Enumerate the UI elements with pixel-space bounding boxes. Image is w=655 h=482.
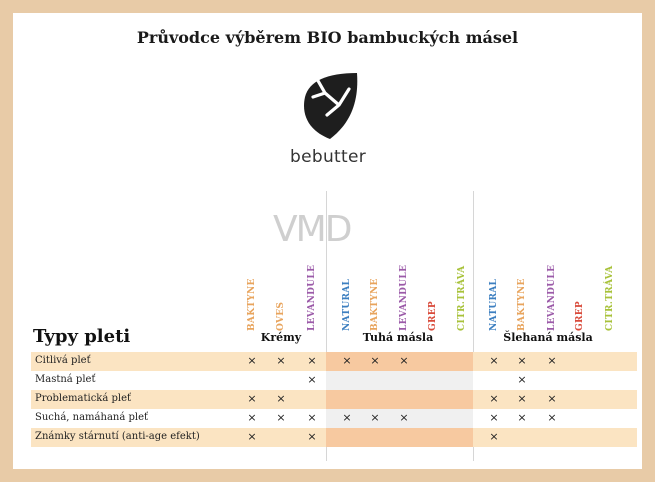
- row-label: Mastná pleť: [35, 374, 96, 385]
- column-header: NATURAL: [487, 235, 501, 331]
- column-header-label: NATURAL: [489, 278, 499, 331]
- check-mark: ×: [370, 354, 380, 367]
- column-header: LEVANDULE: [305, 235, 319, 331]
- column-header: BAKTYNE: [515, 235, 529, 331]
- check-mark: ×: [489, 430, 499, 443]
- column-header-label: BAKTYNE: [370, 278, 380, 331]
- check-mark: ×: [307, 411, 317, 424]
- column-header: BAKTYNE: [368, 235, 382, 331]
- watermark: VMD: [273, 209, 352, 250]
- check-mark: ×: [370, 411, 380, 424]
- check-mark: ×: [399, 411, 409, 424]
- check-mark: ×: [547, 411, 557, 424]
- check-mark: ×: [247, 392, 257, 405]
- column-header-label: BAKTYNE: [247, 278, 257, 331]
- column-header-label: CITR.TRÁVA: [457, 265, 467, 331]
- check-mark: ×: [276, 392, 286, 405]
- check-mark: ×: [276, 411, 286, 424]
- column-header-label: BAKTYNE: [517, 278, 527, 331]
- table-title: Typy pleti: [33, 326, 131, 347]
- column-header-label: LEVANDULE: [399, 264, 409, 331]
- column-header: GREP: [426, 235, 440, 331]
- group-label-tuha: Tuhá másla: [362, 331, 434, 344]
- check-mark: ×: [307, 354, 317, 367]
- check-mark: ×: [489, 392, 499, 405]
- check-mark: ×: [276, 354, 286, 367]
- divider-line: [326, 191, 327, 461]
- check-mark: ×: [307, 430, 317, 443]
- check-mark: ×: [342, 411, 352, 424]
- column-header: CITR.TRÁVA: [455, 235, 469, 331]
- column-header: NATURAL: [340, 235, 354, 331]
- check-mark: ×: [517, 411, 527, 424]
- check-mark: ×: [517, 354, 527, 367]
- group-label-kremy: Krémy: [260, 331, 302, 344]
- guide-card: Průvodce výběrem BIO bambuckých másel be…: [13, 13, 642, 469]
- column-header: GREP: [573, 235, 587, 331]
- check-mark: ×: [547, 392, 557, 405]
- column-header-label: CITR.TRÁVA: [605, 265, 615, 331]
- brand-name: bebutter: [290, 147, 366, 167]
- row-label: Známky stárnutí (anti-age efekt): [35, 431, 200, 442]
- check-mark: ×: [489, 354, 499, 367]
- check-mark: ×: [342, 354, 352, 367]
- divider-line: [473, 191, 474, 461]
- column-header: CITR.TRÁVA: [603, 235, 617, 331]
- check-mark: ×: [247, 411, 257, 424]
- table-row: Mastná pleť × ×: [31, 371, 637, 390]
- column-header-label: LEVANDULE: [307, 264, 317, 331]
- column-header: LEVANDULE: [397, 235, 411, 331]
- leaf-logo-icon: [304, 73, 358, 139]
- table-row: Problematická pleť × × × × ×: [31, 390, 637, 409]
- table-row: Známky stárnutí (anti-age efekt) × × ×: [31, 428, 637, 447]
- check-mark: ×: [547, 354, 557, 367]
- row-label: Problematická pleť: [35, 393, 132, 404]
- solid-butter-band: [326, 352, 473, 371]
- column-header-label: GREP: [428, 301, 438, 331]
- column-header: LEVANDULE: [545, 235, 559, 331]
- check-mark: ×: [399, 354, 409, 367]
- column-header: BAKTYNE: [245, 235, 259, 331]
- check-mark: ×: [517, 373, 527, 386]
- check-mark: ×: [307, 373, 317, 386]
- row-label: Citlivá pleť: [35, 355, 91, 366]
- column-header-label: OVES: [276, 301, 286, 331]
- column-header: OVES: [274, 235, 288, 331]
- check-mark: ×: [247, 430, 257, 443]
- solid-butter-band: [326, 371, 473, 390]
- column-header-label: LEVANDULE: [547, 264, 557, 331]
- check-mark: ×: [247, 354, 257, 367]
- solid-butter-band: [326, 409, 473, 428]
- page-title: Průvodce výběrem BIO bambuckých másel: [136, 28, 519, 47]
- solid-butter-band: [326, 428, 473, 447]
- group-label-slehana: Šlehaná másla: [503, 331, 593, 344]
- check-mark: ×: [489, 411, 499, 424]
- table-row: Suchá, namáhaná pleť × × × × × × × × ×: [31, 409, 637, 428]
- solid-butter-band: [326, 390, 473, 409]
- table-row: Citlivá pleť × × × × × × × × ×: [31, 352, 637, 371]
- row-label: Suchá, namáhaná pleť: [35, 412, 149, 423]
- check-mark: ×: [517, 392, 527, 405]
- column-header-label: NATURAL: [342, 278, 352, 331]
- column-header-label: GREP: [575, 301, 585, 331]
